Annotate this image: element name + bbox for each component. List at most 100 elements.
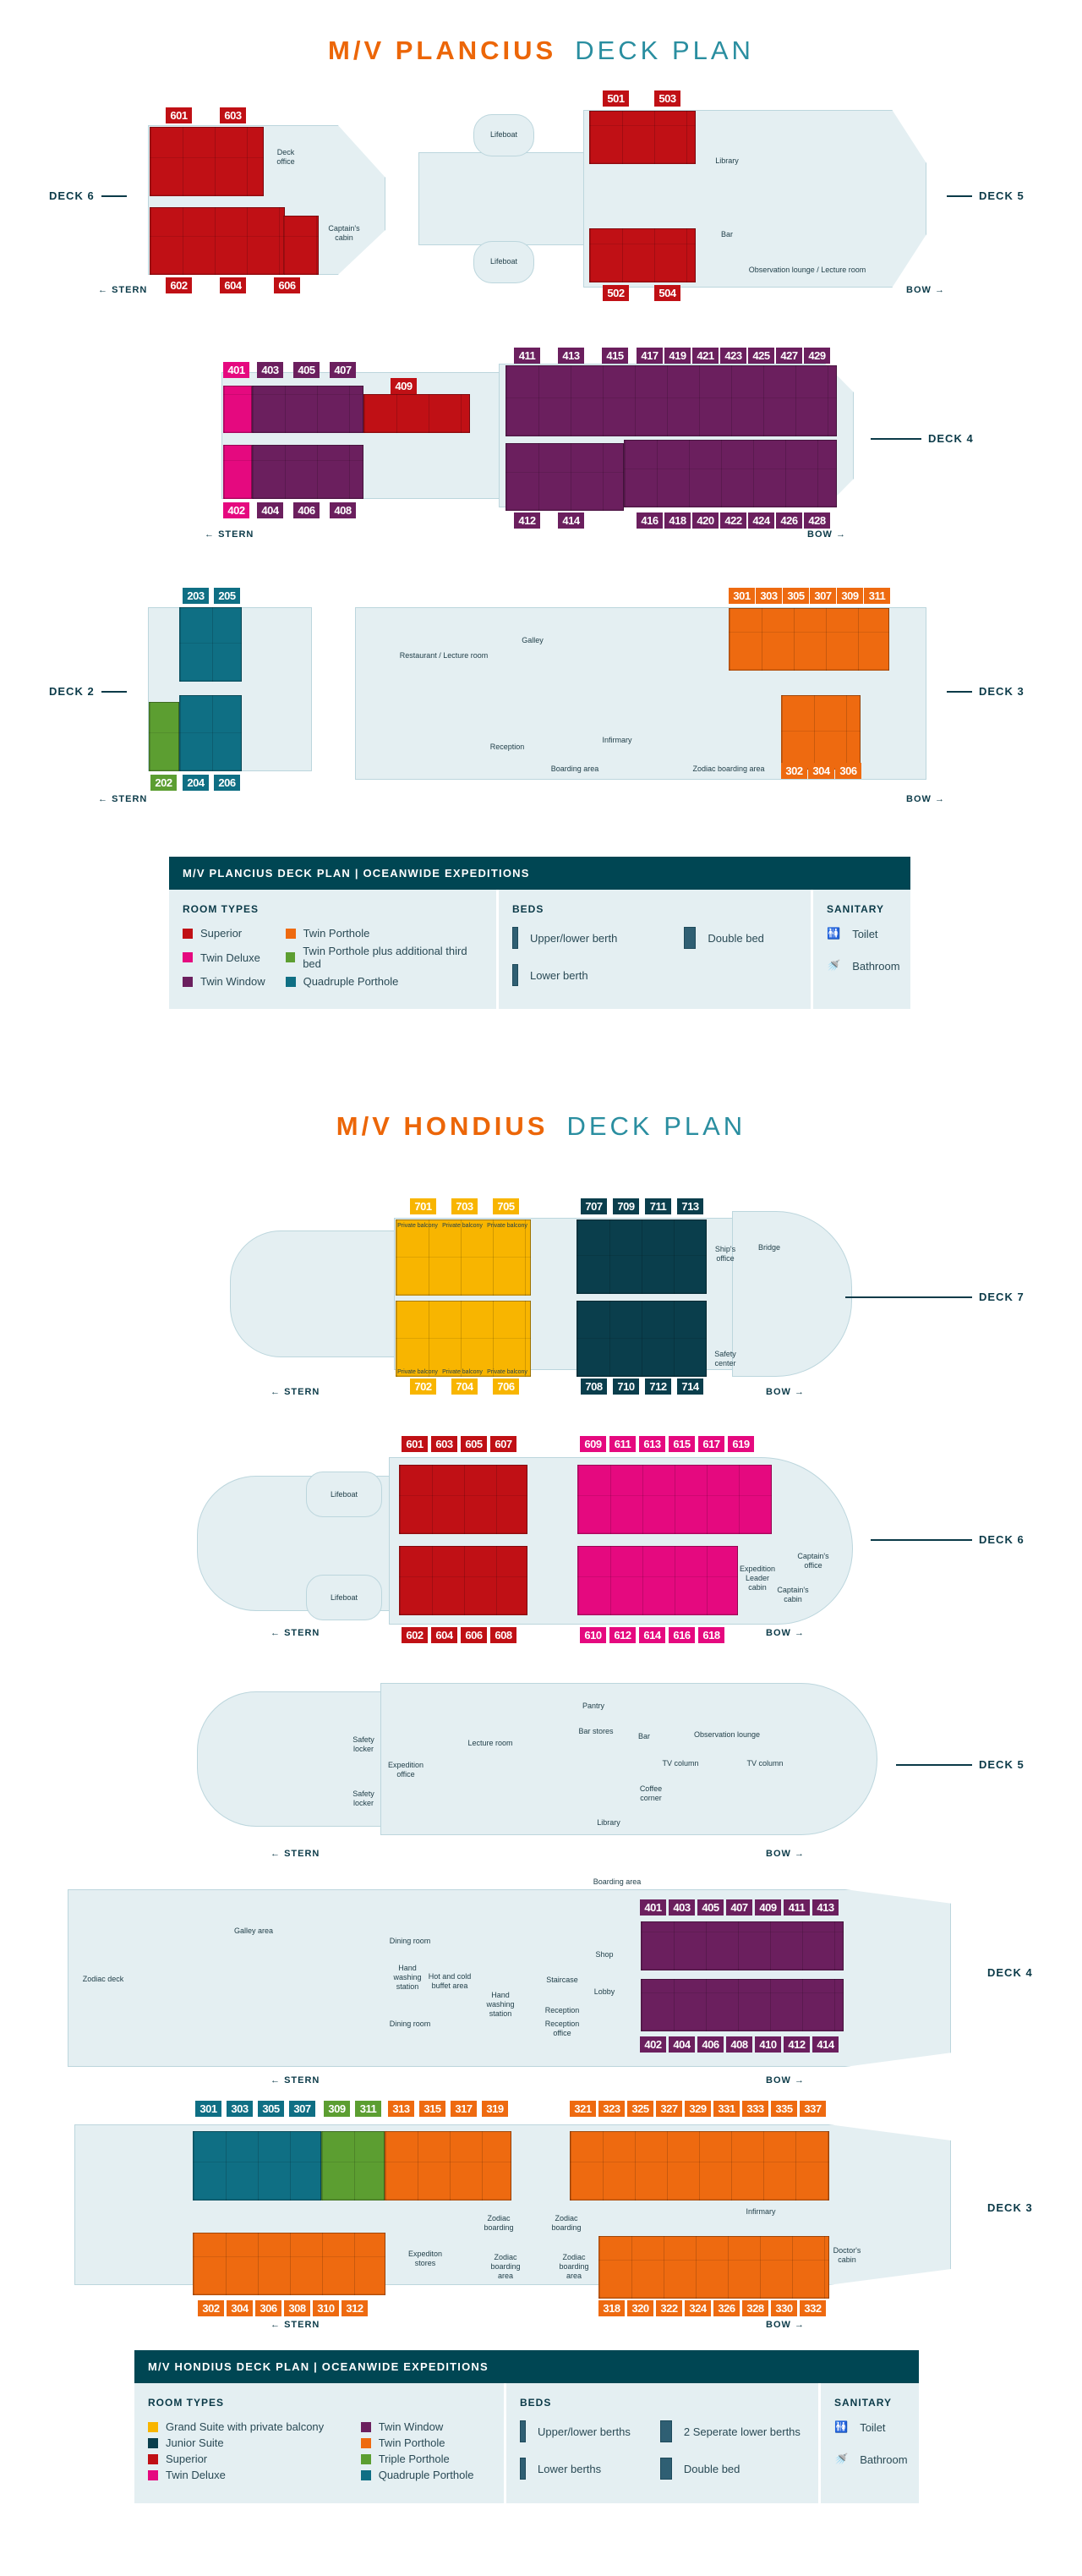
cabin-404-label[interactable]: 404 xyxy=(669,2036,695,2053)
cabin-714-label[interactable]: 714 xyxy=(677,1378,703,1395)
cabin-303-label[interactable]: 303 xyxy=(227,2101,253,2117)
cabin-block[interactable] xyxy=(589,111,696,164)
cabin-414-label[interactable]: 414 xyxy=(558,512,584,529)
cabin-332-label[interactable]: 332 xyxy=(800,2300,826,2316)
cabin-708-label[interactable]: 708 xyxy=(581,1378,607,1395)
cabin-331-label[interactable]: 331 xyxy=(713,2101,740,2117)
cabin-413-label[interactable]: 413 xyxy=(812,1899,839,1916)
cabin-504-label[interactable]: 504 xyxy=(654,285,680,301)
cabin-block[interactable] xyxy=(781,695,861,770)
cabin-block[interactable] xyxy=(193,2131,321,2201)
cabin-612-label[interactable]: 612 xyxy=(609,1627,636,1643)
cabin-302-label[interactable]: 302 xyxy=(781,763,807,779)
cabin-405-label[interactable]: 405 xyxy=(293,362,320,378)
cabin-block[interactable] xyxy=(577,1301,707,1377)
cabin-304-label[interactable]: 304 xyxy=(227,2300,253,2316)
cabin-410-label[interactable]: 410 xyxy=(755,2036,781,2053)
cabin-block[interactable] xyxy=(179,607,242,682)
cabin-302-label[interactable]: 302 xyxy=(198,2300,224,2316)
cabin-311-label[interactable]: 311 xyxy=(864,588,890,604)
cabin-611-label[interactable]: 611 xyxy=(609,1436,636,1452)
cabin-411-label[interactable]: 411 xyxy=(784,1899,810,1916)
cabin-602-label[interactable]: 602 xyxy=(402,1627,428,1643)
cabin-616-label[interactable]: 616 xyxy=(669,1627,695,1643)
cabin-203-label[interactable]: 203 xyxy=(183,588,209,604)
cabin-618-label[interactable]: 618 xyxy=(698,1627,724,1643)
cabin-613-label[interactable]: 613 xyxy=(639,1436,665,1452)
cabin-307-label[interactable]: 307 xyxy=(289,2101,315,2117)
cabin-712-label[interactable]: 712 xyxy=(645,1378,671,1395)
cabin-501-label[interactable]: 501 xyxy=(603,90,629,107)
cabin-309-label[interactable]: 309 xyxy=(837,588,863,604)
cabin-606-label[interactable]: 606 xyxy=(274,277,300,293)
cabin-328-label[interactable]: 328 xyxy=(742,2300,768,2316)
cabin-409-label[interactable]: 409 xyxy=(391,378,417,394)
cabin-408-label[interactable]: 408 xyxy=(330,502,356,518)
cabin-block[interactable] xyxy=(179,695,242,771)
cabin-321-label[interactable]: 321 xyxy=(570,2101,596,2117)
cabin-335-label[interactable]: 335 xyxy=(771,2101,797,2117)
cabin-307-label[interactable]: 307 xyxy=(810,588,836,604)
cabin-block[interactable] xyxy=(624,440,837,507)
cabin-418-label[interactable]: 418 xyxy=(664,512,691,529)
cabin-605-label[interactable]: 605 xyxy=(461,1436,487,1452)
cabin-617-label[interactable]: 617 xyxy=(698,1436,724,1452)
cabin-409-label[interactable]: 409 xyxy=(755,1899,781,1916)
cabin-block[interactable] xyxy=(399,1465,527,1534)
cabin-325-label[interactable]: 325 xyxy=(627,2101,653,2117)
cabin-block[interactable] xyxy=(252,445,363,499)
cabin-204-label[interactable]: 204 xyxy=(183,775,209,791)
cabin-709-label[interactable]: 709 xyxy=(613,1198,639,1214)
cabin-421-label[interactable]: 421 xyxy=(692,348,719,364)
cabin-403-label[interactable]: 403 xyxy=(257,362,283,378)
cabin-404-label[interactable]: 404 xyxy=(257,502,283,518)
cabin-310-label[interactable]: 310 xyxy=(313,2300,339,2316)
cabin-609-label[interactable]: 609 xyxy=(580,1436,606,1452)
cabin-702-label[interactable]: 702 xyxy=(410,1378,436,1395)
cabin-304-label[interactable]: 304 xyxy=(808,763,834,779)
cabin-309-label[interactable]: 309 xyxy=(324,2101,350,2117)
cabin-415-label[interactable]: 415 xyxy=(602,348,628,364)
cabin-401-label[interactable]: 401 xyxy=(640,1899,666,1916)
cabin-305-label[interactable]: 305 xyxy=(783,588,809,604)
cabin-317-label[interactable]: 317 xyxy=(451,2101,477,2117)
cabin-420-label[interactable]: 420 xyxy=(692,512,719,529)
cabin-block[interactable] xyxy=(150,127,264,196)
cabin-429-label[interactable]: 429 xyxy=(804,348,830,364)
cabin-block[interactable] xyxy=(193,2233,385,2295)
cabin-block[interactable] xyxy=(505,365,837,436)
cabin-block[interactable] xyxy=(396,1219,531,1296)
cabin-406-label[interactable]: 406 xyxy=(293,502,320,518)
cabin-412-label[interactable]: 412 xyxy=(784,2036,810,2053)
cabin-block[interactable] xyxy=(399,1546,527,1615)
cabin-615-label[interactable]: 615 xyxy=(669,1436,695,1452)
cabin-503-label[interactable]: 503 xyxy=(654,90,680,107)
cabin-block[interactable] xyxy=(252,386,363,433)
cabin-610-label[interactable]: 610 xyxy=(580,1627,606,1643)
cabin-block[interactable] xyxy=(363,394,470,433)
cabin-311-label[interactable]: 311 xyxy=(355,2101,381,2117)
cabin-423-label[interactable]: 423 xyxy=(720,348,746,364)
cabin-block[interactable] xyxy=(283,216,319,275)
cabin-312-label[interactable]: 312 xyxy=(342,2300,368,2316)
cabin-422-label[interactable]: 422 xyxy=(720,512,746,529)
cabin-405-label[interactable]: 405 xyxy=(697,1899,724,1916)
cabin-428-label[interactable]: 428 xyxy=(804,512,830,529)
cabin-413-label[interactable]: 413 xyxy=(558,348,584,364)
cabin-329-label[interactable]: 329 xyxy=(685,2101,711,2117)
cabin-block[interactable] xyxy=(385,2131,511,2201)
cabin-301-label[interactable]: 301 xyxy=(729,588,755,604)
cabin-619-label[interactable]: 619 xyxy=(728,1436,754,1452)
cabin-306-label[interactable]: 306 xyxy=(835,763,861,779)
cabin-705-label[interactable]: 705 xyxy=(493,1198,519,1214)
cabin-block[interactable] xyxy=(577,1219,707,1294)
cabin-319-label[interactable]: 319 xyxy=(482,2101,508,2117)
cabin-606-label[interactable]: 606 xyxy=(461,1627,487,1643)
cabin-412-label[interactable]: 412 xyxy=(514,512,540,529)
cabin-427-label[interactable]: 427 xyxy=(776,348,802,364)
cabin-308-label[interactable]: 308 xyxy=(284,2300,310,2316)
cabin-425-label[interactable]: 425 xyxy=(748,348,774,364)
cabin-710-label[interactable]: 710 xyxy=(613,1378,639,1395)
cabin-330-label[interactable]: 330 xyxy=(771,2300,797,2316)
cabin-337-label[interactable]: 337 xyxy=(800,2101,826,2117)
